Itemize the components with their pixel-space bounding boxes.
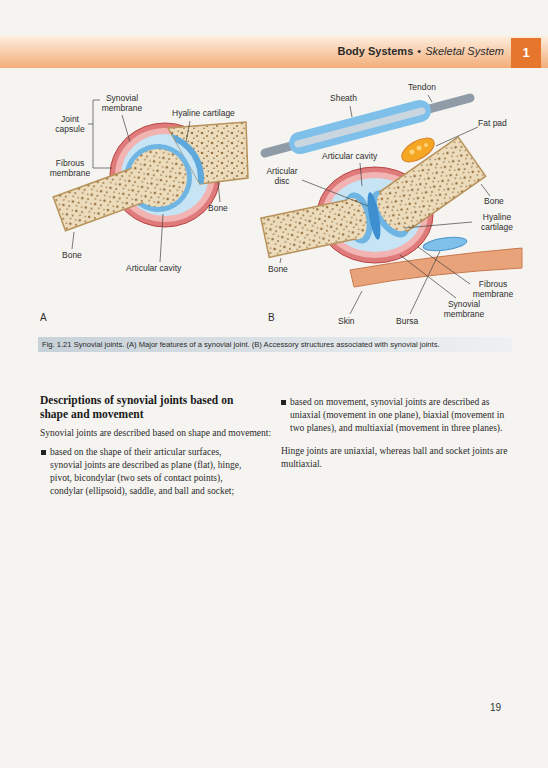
leader-line <box>436 127 478 146</box>
bone-head <box>340 196 370 242</box>
fat-cell <box>417 146 422 151</box>
part-label: Bursa <box>396 316 418 326</box>
panel-letter: A <box>40 312 47 324</box>
leader-line <box>122 115 130 142</box>
leader-line <box>481 184 490 196</box>
leader-lines-a <box>72 100 220 262</box>
leader-line <box>160 214 163 262</box>
leader-line <box>360 163 362 186</box>
part-label: Fibrous membrane <box>468 279 518 299</box>
bullet-text: based on movement, synovial joints are d… <box>290 396 514 435</box>
leader-line <box>72 232 74 249</box>
part-label: Bone <box>62 250 82 260</box>
section-heading: Descriptions of synovial joints based on… <box>40 393 254 421</box>
fat-cell <box>410 150 415 155</box>
running-head-row: Body Systems • Skeletal System <box>337 45 504 58</box>
joint-b <box>260 98 522 287</box>
tendon <box>298 111 422 144</box>
body-text: Hinge joints are uniaxial, whereas ball … <box>281 445 514 471</box>
leader-line <box>302 180 368 206</box>
leader-line <box>186 121 190 142</box>
page-number: 19 <box>490 702 501 714</box>
leader-lines-b <box>280 95 490 314</box>
fat-cell <box>424 143 428 147</box>
part-label: Articular cavity <box>126 263 181 273</box>
joint-a <box>48 122 248 246</box>
header-bar <box>0 36 548 68</box>
part-label: Tendon <box>408 82 436 92</box>
part-label: Hyaline cartilage <box>472 212 522 232</box>
part-label: Hyaline cartilage <box>172 108 235 118</box>
leader-line <box>410 251 440 314</box>
chapter-tab <box>511 38 541 68</box>
figure-caption: Fig. 1.21 Synovial joints. (A) Major fea… <box>42 339 510 350</box>
part-label: Fibrous membrane <box>48 158 92 178</box>
chapter-tab-number: 1 <box>511 45 541 61</box>
bullet-marker <box>41 450 46 455</box>
leader-line <box>218 182 220 202</box>
part-label: Bone <box>484 196 504 206</box>
leader-line <box>428 95 432 102</box>
panel-letter: B <box>268 312 275 324</box>
part-label: Joint capsule <box>50 114 90 134</box>
part-label: Skin <box>338 316 355 326</box>
leader-line <box>418 247 470 284</box>
leader-line <box>404 222 472 228</box>
leader-line <box>350 106 352 117</box>
part-label: Synovial membrane <box>96 93 148 113</box>
part-label: Bone <box>208 203 228 213</box>
caption-band <box>38 337 512 352</box>
bone-head <box>121 141 195 215</box>
leader-line <box>350 291 362 314</box>
leader-line <box>88 124 93 125</box>
leader-line <box>280 258 281 263</box>
part-label: Fat pad <box>478 118 507 128</box>
running-head-separator: • <box>417 45 421 58</box>
part-label: Articular disc <box>258 166 306 186</box>
bullet-marker <box>281 400 286 405</box>
bullet-text: based on the shape of their articular su… <box>50 446 252 498</box>
running-head: Body Systems <box>337 45 413 58</box>
articular-disc <box>365 191 383 240</box>
part-label: Bone <box>268 264 288 274</box>
running-head-section: Skeletal System <box>425 45 504 58</box>
part-label: Sheath <box>330 93 357 103</box>
bursa <box>422 235 467 253</box>
body-text: Synovial joints are described based on s… <box>40 427 272 440</box>
bone <box>261 199 358 257</box>
part-label: Synovial membrane <box>438 299 490 319</box>
part-label: Articular cavity <box>322 151 377 161</box>
